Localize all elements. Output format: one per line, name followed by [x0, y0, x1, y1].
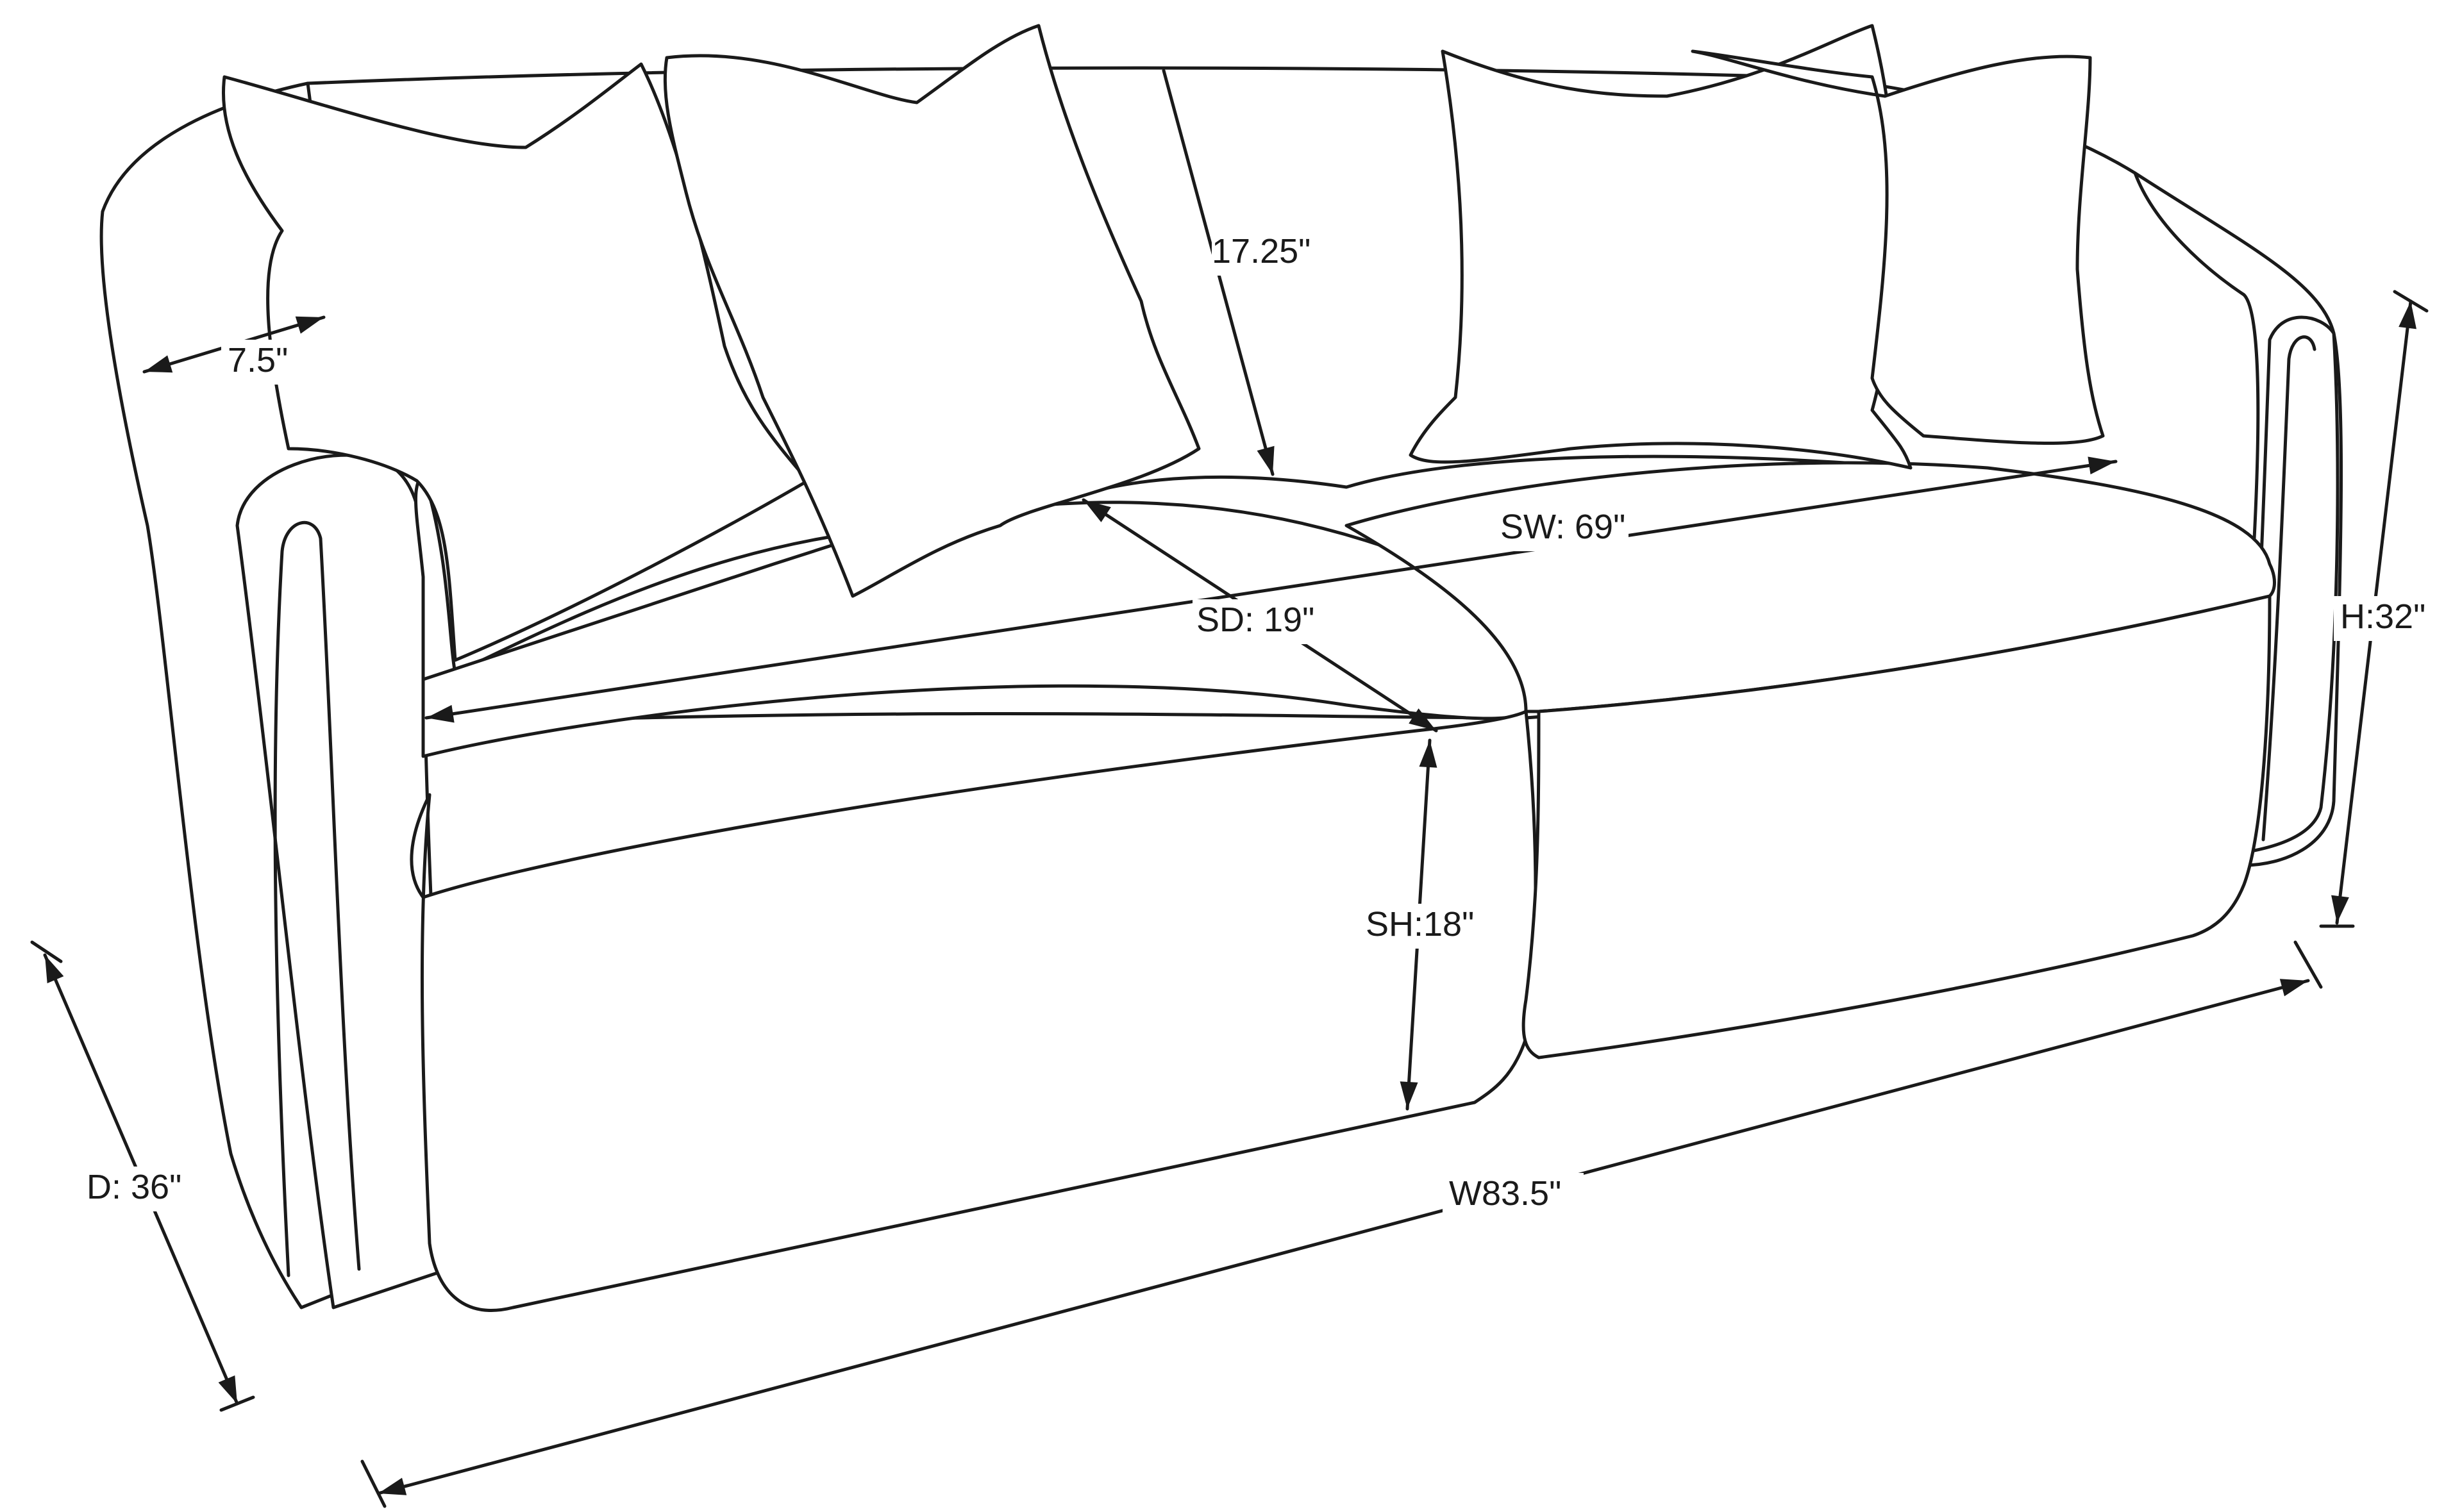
arm-width-dimension-end-arrow	[295, 316, 324, 334]
total-height-label: H:32"	[2340, 597, 2425, 636]
sofa-drawing	[99, 24, 2343, 1312]
total-depth-dimension-start-arrow	[45, 955, 64, 984]
seat-height-dimension-start-arrow	[1419, 740, 1437, 768]
total-depth-dimension-end-arrow	[218, 1375, 237, 1404]
left-arm-inner-groove	[273, 520, 361, 1277]
right-seat-front	[1521, 594, 2272, 1059]
pillow-2	[663, 24, 1201, 598]
seat-depth-label: SD: 19"	[1196, 601, 1314, 639]
total-depth-label: D: 36"	[87, 1168, 181, 1206]
total-width-dimension-start-arrow	[378, 1477, 407, 1495]
depth-top-tick	[30, 940, 63, 963]
back-height-dimension-end-arrow	[1257, 445, 1275, 474]
seat-width-dimension-end-arrow	[2088, 456, 2116, 475]
total-height-dimension-end-arrow	[2331, 895, 2349, 923]
total-width-dimension	[376, 979, 2310, 1495]
seat-height-dimension-end-arrow	[1400, 1081, 1418, 1109]
seat-width-dimension	[424, 456, 2118, 723]
width-left-tick	[360, 1459, 387, 1508]
total-width-label: W83.5"	[1449, 1174, 1561, 1213]
right-arm-inner-groove	[2261, 335, 2316, 842]
arm-width-dimension-start-arrow	[144, 355, 173, 373]
back-height-label: 17.25"	[1212, 232, 1311, 270]
depth-bottom-tick	[219, 1395, 255, 1412]
left-seat-front	[410, 710, 1537, 1312]
arm-width-label: 7.5"	[228, 341, 288, 379]
total-width-dimension-end-arrow	[2279, 979, 2308, 997]
labels: 7.5" 17.25" SW: 69" SD: 19" SH:18" H:32"…	[83, 231, 2443, 1218]
pillow-4	[1691, 49, 2105, 445]
seat-width-dimension-start-arrow	[426, 704, 455, 723]
seat-depth-dimension-start-arrow	[1084, 500, 1111, 522]
width-right-tick	[2293, 940, 2323, 989]
pillow-3	[1409, 24, 1913, 470]
seat-width-label: SW: 69"	[1500, 508, 1625, 546]
seat-height-label: SH:18"	[1366, 905, 1474, 943]
height-top-tick	[2393, 290, 2429, 313]
seat-depth-dimension-end-arrow	[1409, 708, 1436, 731]
total-height-dimension-start-arrow	[2399, 301, 2416, 329]
